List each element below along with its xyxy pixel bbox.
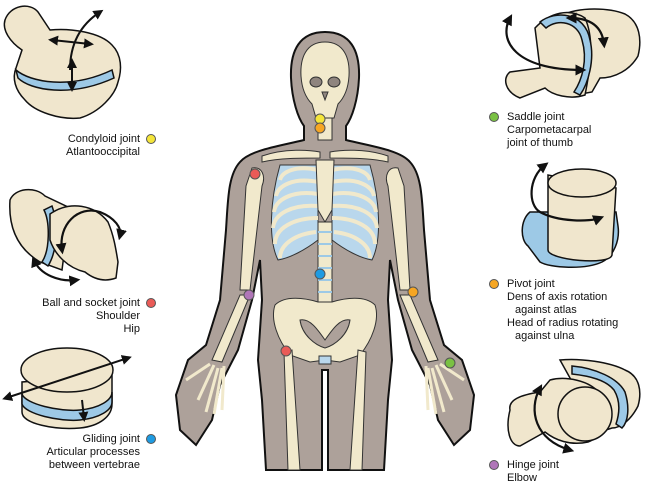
joint-name: Gliding joint	[82, 433, 140, 445]
joint-example: joint of thumb	[507, 137, 574, 149]
pivot-joint-illustration	[521, 162, 620, 269]
joint-name: Pivot joint	[507, 278, 555, 290]
joint-example: Elbow	[507, 472, 537, 484]
ball-socket-joint-illustration	[9, 188, 127, 287]
gliding-color-dot	[146, 434, 156, 444]
marker-thumb	[444, 357, 456, 369]
pivot-color-dot	[489, 279, 499, 289]
gliding-joint-label: Gliding joint Articular processes betwee…	[46, 433, 140, 472]
joint-example: Carpometacarpal	[507, 124, 592, 136]
marker-hip	[280, 345, 292, 357]
saddle-joint-illustration	[502, 8, 641, 99]
joint-name: Saddle joint	[507, 111, 565, 123]
joint-example: Articular processes	[46, 446, 140, 458]
ball-socket-joint-label: Ball and socket joint Shoulder Hip	[42, 297, 140, 336]
condyloid-joint-label: Condyloid joint Atlantooccipital	[66, 133, 140, 159]
joint-name: Ball and socket joint	[42, 297, 140, 309]
marker-vertebrae	[314, 268, 326, 280]
joint-example: Shoulder	[95, 310, 140, 322]
joint-example: Head of radius rotating	[507, 317, 619, 329]
joint-example: between vertebrae	[48, 459, 140, 471]
joint-example: against atlas	[515, 304, 577, 316]
joint-example: Hip	[123, 323, 140, 335]
hinge-color-dot	[489, 460, 499, 470]
joint-example: Dens of axis rotation	[507, 291, 608, 303]
condyloid-color-dot	[146, 134, 156, 144]
hinge-joint-illustration	[507, 358, 641, 454]
ball-socket-color-dot	[146, 298, 156, 308]
gliding-joint-illustration	[2, 347, 132, 430]
joint-example: Atlantooccipital	[66, 146, 140, 158]
joint-name: Hinge joint	[507, 459, 559, 471]
saddle-color-dot	[489, 112, 499, 122]
marker-radius-ulna	[407, 286, 419, 298]
hinge-joint-label: Hinge joint Elbow	[507, 459, 559, 485]
marker-dens-axis	[314, 122, 326, 134]
joint-markers	[243, 113, 456, 369]
joint-name: Condyloid joint	[67, 133, 140, 145]
joint-example: against ulna	[515, 330, 575, 342]
marker-shoulder	[249, 168, 261, 180]
saddle-joint-label: Saddle joint Carpometacarpal joint of th…	[507, 111, 591, 150]
marker-elbow	[243, 289, 255, 301]
pivot-joint-label: Pivot joint Dens of axis rotation agains…	[507, 278, 618, 343]
condyloid-joint-illustration	[3, 5, 122, 120]
